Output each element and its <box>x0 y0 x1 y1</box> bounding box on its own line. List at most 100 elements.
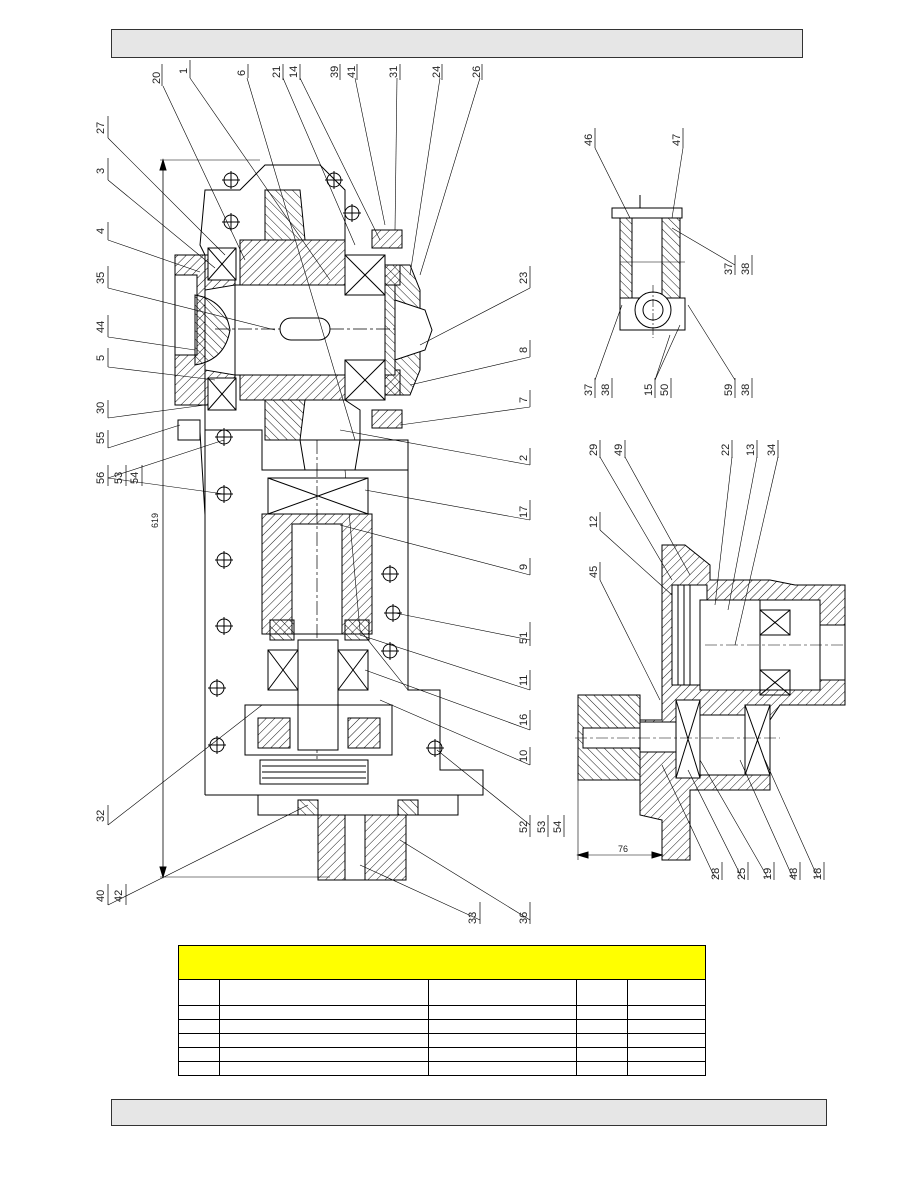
leader-label-37-a: 37 <box>723 263 735 275</box>
leader-label-2: 2 <box>518 455 530 461</box>
leader-label-21: 21 <box>271 66 283 78</box>
leader-label-38-a: 38 <box>740 263 752 275</box>
dimension-619: 619 <box>150 513 160 528</box>
table-cell <box>218 1033 430 1048</box>
leader-label-20: 20 <box>151 72 163 84</box>
leader-label-22: 22 <box>720 444 732 456</box>
table-cell <box>178 1033 220 1048</box>
table-cell <box>575 1047 628 1062</box>
table-cell <box>626 1061 707 1076</box>
leader-label-13: 13 <box>745 444 757 456</box>
leader-label-46: 46 <box>583 134 595 146</box>
detail-bottom-labels: 76 29 49 22 13 34 12 45 28 25 19 48 18 <box>588 444 824 880</box>
table-cell <box>575 1019 628 1034</box>
dimension-76: 76 <box>618 844 628 854</box>
leader-label-30: 30 <box>95 402 107 414</box>
table-cell <box>218 1061 430 1076</box>
table-cell <box>428 1005 577 1020</box>
leader-label-29: 29 <box>588 444 600 456</box>
leader-label-16: 16 <box>518 714 530 726</box>
main-view-labels: 619 20 1 6 21 14 39 41 31 24 26 27 3 4 3… <box>95 66 564 924</box>
leader-label-53: 53 <box>113 472 125 484</box>
col-header-4 <box>575 979 628 1006</box>
leader-label-4: 4 <box>95 228 107 234</box>
leader-label-54-b: 54 <box>552 821 564 833</box>
leader-label-47: 47 <box>671 134 683 146</box>
col-header-1 <box>178 979 220 1006</box>
leader-label-3: 3 <box>95 168 107 174</box>
parts-table <box>178 945 707 1076</box>
leader-label-59: 59 <box>723 384 735 396</box>
table-cell <box>218 1005 430 1020</box>
leader-label-39: 39 <box>329 66 341 78</box>
header-bar <box>111 29 803 58</box>
table-cell <box>428 1033 577 1048</box>
leader-label-48: 48 <box>788 868 800 880</box>
main-section-view <box>159 158 484 881</box>
table-cell <box>626 1019 707 1034</box>
leader-label-38-b: 38 <box>600 384 612 396</box>
leader-label-45: 45 <box>588 566 600 578</box>
leader-label-32: 32 <box>95 810 107 822</box>
leader-label-50: 50 <box>659 384 671 396</box>
detail-bottom-leader-lines <box>599 456 819 879</box>
leader-label-42: 42 <box>113 890 125 902</box>
table-row <box>178 1019 707 1034</box>
leader-label-54: 54 <box>129 472 141 484</box>
leader-label-18: 18 <box>812 868 824 880</box>
detail-top-leader-lines <box>594 147 736 381</box>
leader-label-36: 36 <box>518 912 530 924</box>
detail-bottom-view <box>575 544 846 861</box>
leader-label-14: 14 <box>288 66 300 78</box>
col-header-2 <box>218 979 430 1006</box>
table-row <box>178 1047 707 1062</box>
detail-top-labels: 46 47 37 38 37 38 15 50 59 38 <box>583 134 752 396</box>
leader-label-44: 44 <box>95 321 107 333</box>
leader-label-7: 7 <box>518 397 530 403</box>
leader-label-23: 23 <box>518 272 530 284</box>
leader-label-25: 25 <box>736 868 748 880</box>
leader-label-15: 15 <box>643 384 655 396</box>
table-cell <box>428 1061 577 1076</box>
leader-label-51: 51 <box>518 632 530 644</box>
parts-table-title <box>178 945 706 980</box>
main-leader-lines <box>107 77 531 921</box>
table-cell <box>178 1005 220 1020</box>
leader-label-8: 8 <box>518 347 530 353</box>
leader-label-41: 41 <box>346 66 358 78</box>
table-row <box>178 1061 707 1076</box>
leader-label-12: 12 <box>588 516 600 528</box>
leader-label-28: 28 <box>710 868 722 880</box>
leader-label-34: 34 <box>766 444 778 456</box>
leader-label-35: 35 <box>95 272 107 284</box>
leader-label-40: 40 <box>95 890 107 902</box>
table-cell <box>178 1061 220 1076</box>
leader-label-11: 11 <box>518 675 530 686</box>
table-cell <box>626 1033 707 1048</box>
table-cell <box>218 1047 430 1062</box>
leader-label-56: 56 <box>95 472 107 484</box>
table-cell <box>428 1019 577 1034</box>
leader-label-10: 10 <box>518 750 530 762</box>
table-cell <box>218 1019 430 1034</box>
parts-table-header-row <box>178 979 707 1006</box>
leader-label-33: 33 <box>467 912 479 924</box>
leader-label-49: 49 <box>613 444 625 456</box>
table-row <box>178 1033 707 1048</box>
table-cell <box>575 1033 628 1048</box>
leader-label-55: 55 <box>95 432 107 444</box>
leader-label-52: 52 <box>518 821 530 833</box>
table-cell <box>626 1005 707 1020</box>
leader-label-53-b: 53 <box>536 821 548 833</box>
leader-label-26: 26 <box>471 66 483 78</box>
table-cell <box>428 1047 577 1062</box>
table-row <box>178 1005 707 1020</box>
leader-label-9: 9 <box>518 564 530 570</box>
leader-label-19: 19 <box>762 868 774 880</box>
table-cell <box>626 1047 707 1062</box>
table-cell <box>178 1047 220 1062</box>
table-cell <box>575 1061 628 1076</box>
leader-label-1: 1 <box>178 68 190 74</box>
leader-label-6: 6 <box>236 70 248 76</box>
assembly-drawing: 619 20 1 6 21 14 39 41 31 24 26 27 3 4 3… <box>95 60 846 924</box>
